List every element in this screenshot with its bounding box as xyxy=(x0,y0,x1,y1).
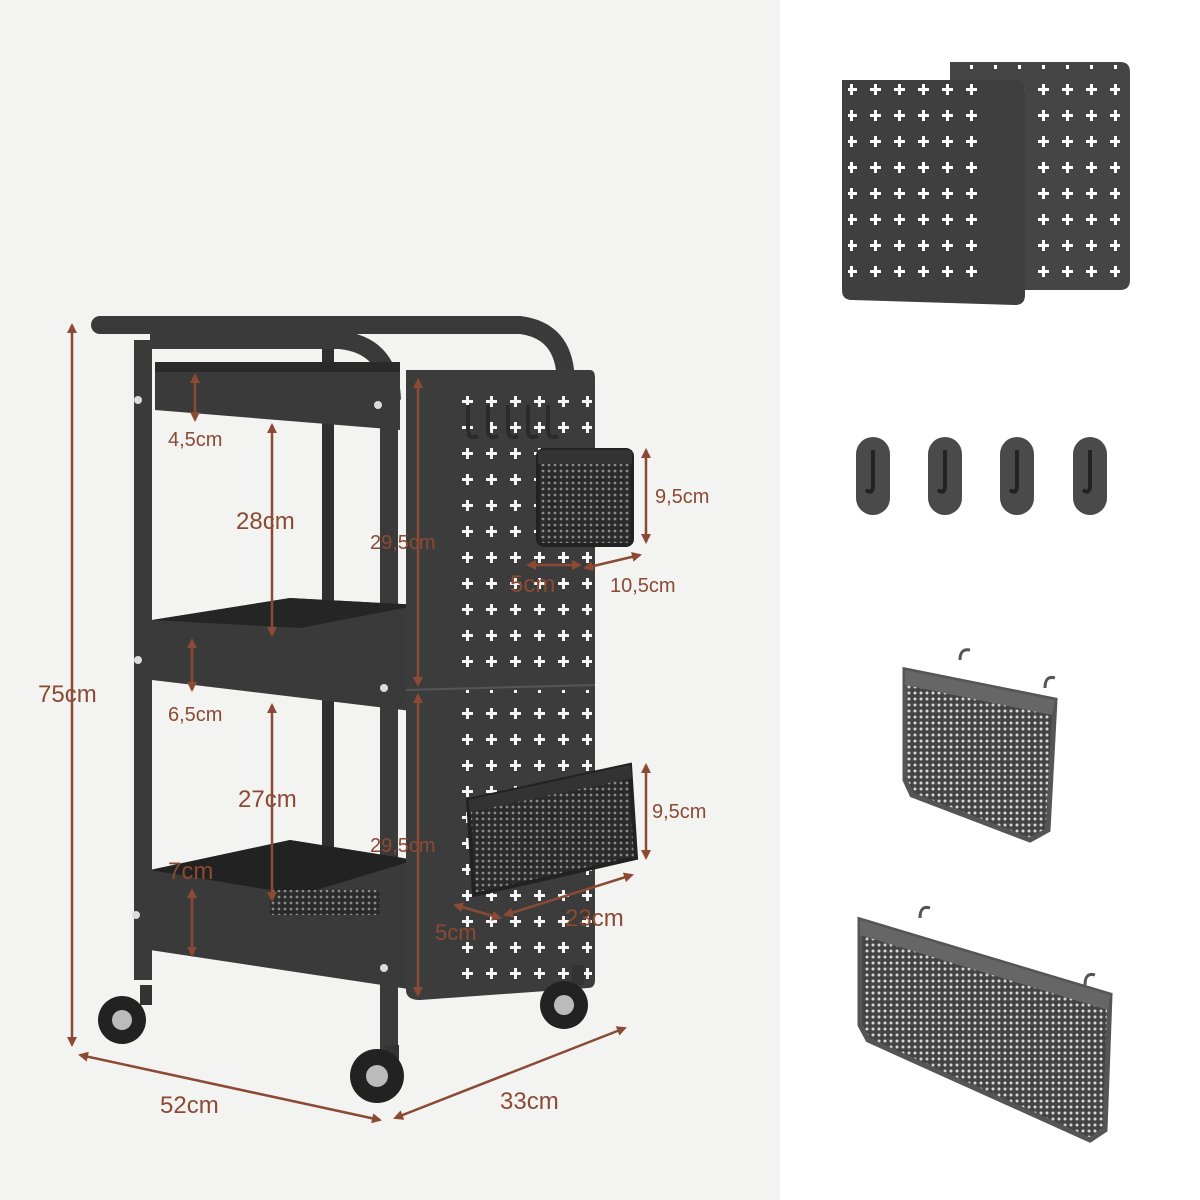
middle-tray xyxy=(152,598,420,712)
small-mesh-basket-accessory xyxy=(902,648,1058,843)
panel-hooks xyxy=(466,405,559,440)
label-top-rim: 4,5cm xyxy=(168,429,223,451)
large-mesh-basket-accessory xyxy=(857,906,1113,1143)
top-tray xyxy=(155,370,400,430)
label-large-basket-height: 9,5cm xyxy=(652,801,707,823)
dimension-lines xyxy=(67,323,651,1124)
label-large-basket-depth: 5cm xyxy=(435,920,477,945)
label-panel-lower: 29,5cm xyxy=(370,835,436,857)
label-middle-gap: 27cm xyxy=(238,786,297,813)
small-basket-mounted xyxy=(536,448,634,547)
handle xyxy=(91,316,574,379)
label-small-basket-width: 10,5cm xyxy=(610,575,676,597)
label-small-basket-depth: 5cm xyxy=(510,571,556,598)
label-length: 52cm xyxy=(160,1092,219,1119)
label-bottom-rim: 7cm xyxy=(168,858,214,885)
label-total-height: 75cm xyxy=(38,681,97,708)
pegboard-panels-accessory xyxy=(842,62,1130,305)
large-basket-mounted xyxy=(465,762,639,898)
label-large-basket-width: 23cm xyxy=(565,905,624,932)
rolling-cart xyxy=(91,316,639,1103)
label-width: 33cm xyxy=(500,1088,559,1115)
adhesive-hooks-accessory xyxy=(856,437,1107,515)
front-leg-left xyxy=(134,340,152,980)
label-top-gap: 28cm xyxy=(236,508,295,535)
label-middle-rim: 6,5cm xyxy=(168,704,223,726)
label-panel-upper: 29,5cm xyxy=(370,532,436,554)
label-small-basket-height: 9,5cm xyxy=(655,486,710,508)
